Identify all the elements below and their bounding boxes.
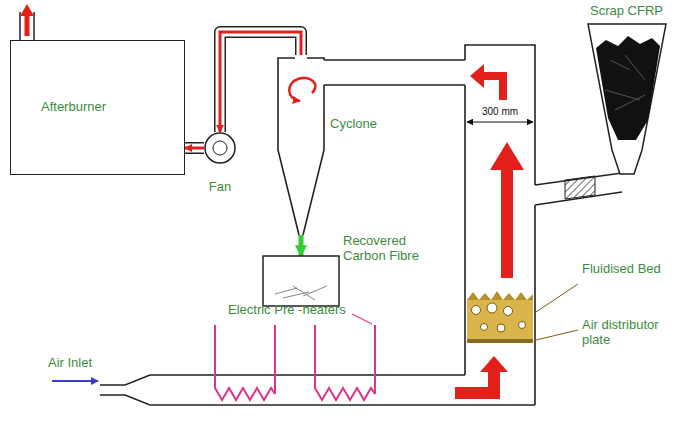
duct-connector (185, 148, 204, 149)
node-label: Recovered Carbon Fibre (343, 234, 435, 264)
feed-screw (565, 176, 595, 199)
duct-bore (185, 144, 204, 153)
fluidised-bed (467, 300, 533, 340)
dimension-label: 300 mm (480, 106, 520, 118)
swirl-arrow (289, 78, 315, 101)
fan-housing (205, 133, 235, 163)
duct-connector (220, 32, 301, 132)
cyclone-body (278, 58, 324, 235)
leader-line (536, 284, 578, 312)
afterburner-box: Afterburner (10, 40, 185, 175)
node-label: Cyclone (330, 117, 400, 132)
fan-node: Fan (204, 132, 236, 164)
cyclone-node: Cyclone (278, 55, 324, 235)
cyclone-outline (278, 55, 324, 235)
bubble (504, 307, 513, 316)
bubble (481, 324, 488, 331)
node-label: Afterburner (41, 100, 106, 115)
distributor-plate (467, 339, 533, 343)
leader-line (536, 330, 578, 340)
part-label: Air distributor plate (582, 318, 680, 348)
inlet-label: Air Inlet (48, 356, 92, 371)
bubble (519, 322, 526, 329)
bubble (487, 303, 497, 313)
duct-wall (185, 142, 204, 154)
fan-outline (204, 132, 236, 164)
fan-impeller (213, 141, 227, 155)
scrap-pieces (605, 55, 645, 110)
fibre-bin: Recovered Carbon Fibre (263, 256, 339, 306)
heater-element (215, 325, 275, 400)
flow-arrow (185, 147, 204, 150)
air-arrow (52, 380, 98, 382)
node-label: Fan (194, 180, 246, 195)
part-label: Fluidised Bed (582, 262, 662, 277)
fibre-strands (275, 286, 327, 300)
air-flow-arrow (455, 356, 508, 399)
column-wall (465, 45, 535, 405)
reactor-outlet-duct (324, 60, 465, 85)
flow-arrow (220, 32, 301, 132)
inlet-duct (52, 356, 535, 405)
hopper (588, 24, 666, 174)
gas-flow-arrow (470, 64, 507, 100)
exhaust-arrow (20, 4, 34, 36)
electric-heaters (215, 314, 375, 400)
bubble (497, 324, 505, 332)
feeder (535, 24, 666, 205)
bin-outline (263, 256, 339, 306)
duct-connector (301, 235, 302, 256)
vent-stack (20, 4, 34, 40)
dimension-line (467, 122, 533, 123)
reactor-column (465, 45, 535, 405)
heater-element (315, 325, 375, 400)
updraft-arrow (490, 142, 524, 278)
scrap-cfrp (596, 36, 660, 140)
duct-wall (220, 32, 301, 132)
heater-label: Electric Pre -heaters (228, 303, 346, 318)
feed-chute (535, 173, 622, 205)
bin-outline (263, 256, 339, 306)
leader-line (352, 314, 372, 324)
hopper-label: Scrap CFRP (590, 4, 680, 19)
duct-bore (220, 32, 301, 132)
bed-surface (467, 291, 533, 300)
fibre-flow-arrow (299, 235, 304, 256)
bubble (472, 306, 481, 315)
